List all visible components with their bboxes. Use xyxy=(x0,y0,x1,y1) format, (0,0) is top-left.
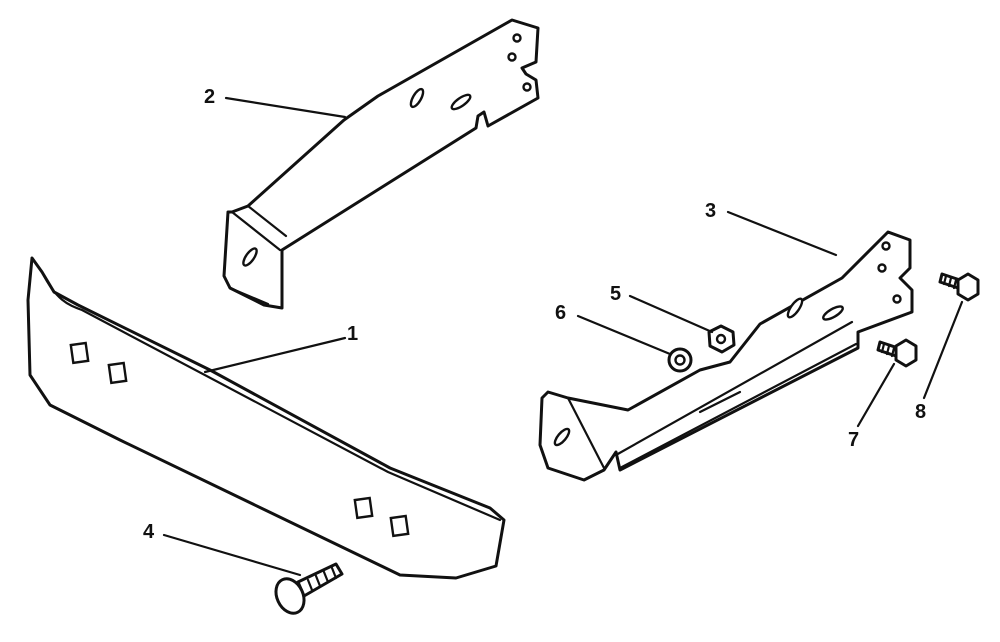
leader-1 xyxy=(203,336,347,374)
part-1-bumper-bar xyxy=(26,256,506,580)
callout-1: 1 xyxy=(347,323,359,345)
part-8-hex-bolt xyxy=(938,272,980,302)
leader-3 xyxy=(726,210,838,257)
part-4-carriage-bolt xyxy=(274,562,344,615)
leader-6 xyxy=(576,314,672,356)
leader-lines xyxy=(162,96,964,577)
callout-3: 3 xyxy=(705,200,717,222)
callout-6: 6 xyxy=(555,302,567,324)
leader-4 xyxy=(162,533,302,577)
part-2-upper-bracket xyxy=(222,18,540,310)
leader-5 xyxy=(628,294,714,334)
leader-2 xyxy=(224,96,347,119)
part-5-hex-nut xyxy=(707,324,736,354)
callout-2: 2 xyxy=(204,86,216,108)
callout-4: 4 xyxy=(143,521,155,543)
callout-5: 5 xyxy=(610,283,622,305)
leader-7 xyxy=(856,362,896,428)
part-3-lower-bracket xyxy=(538,230,914,482)
callout-8: 8 xyxy=(915,401,927,423)
part-7-hex-bolt xyxy=(876,338,918,368)
leader-8 xyxy=(922,300,964,400)
callout-7: 7 xyxy=(848,429,860,451)
part-6-lock-washer xyxy=(667,347,693,373)
